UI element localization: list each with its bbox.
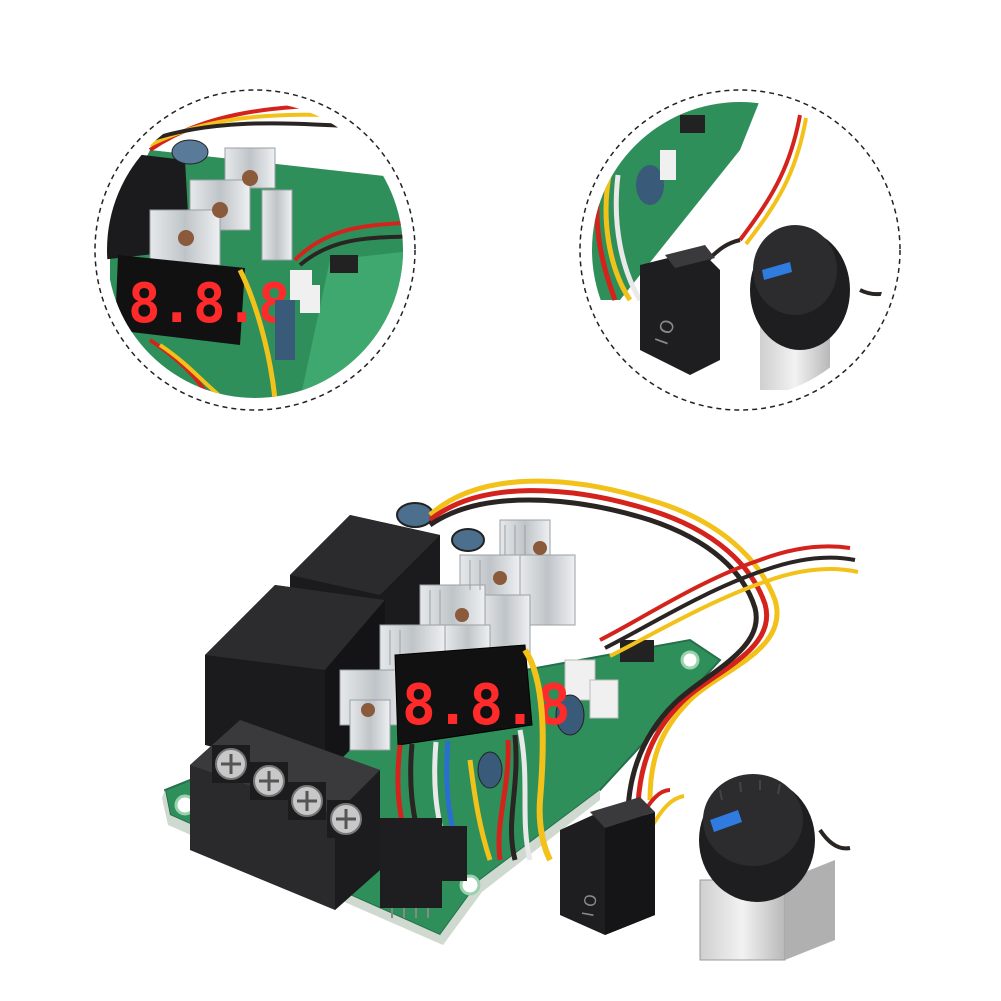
led-display-zoom: 8.8.8 xyxy=(115,255,291,345)
rocker-switch-icon: I O xyxy=(640,245,720,375)
screw-3 xyxy=(288,782,326,820)
potentiometer-knob-icon xyxy=(750,225,850,390)
knob-indicator xyxy=(710,810,742,832)
switch-symbols: I O xyxy=(578,893,601,918)
potentiometer xyxy=(699,774,835,961)
screw-1 xyxy=(212,745,250,783)
rocker-switch: I O xyxy=(560,797,655,935)
heatsink-array xyxy=(339,519,576,751)
terminal-block xyxy=(190,720,380,910)
magnify-circle-right: I O xyxy=(579,89,901,411)
magnify-circle-left: 8.8.8 xyxy=(94,89,416,411)
main-board-assembly: 8.8.8 xyxy=(162,478,859,961)
screw-2 xyxy=(250,762,288,800)
display-digits-zoom: 8.8.8 xyxy=(128,272,291,335)
screw-4 xyxy=(327,800,365,838)
pin-header-connector xyxy=(380,818,467,918)
